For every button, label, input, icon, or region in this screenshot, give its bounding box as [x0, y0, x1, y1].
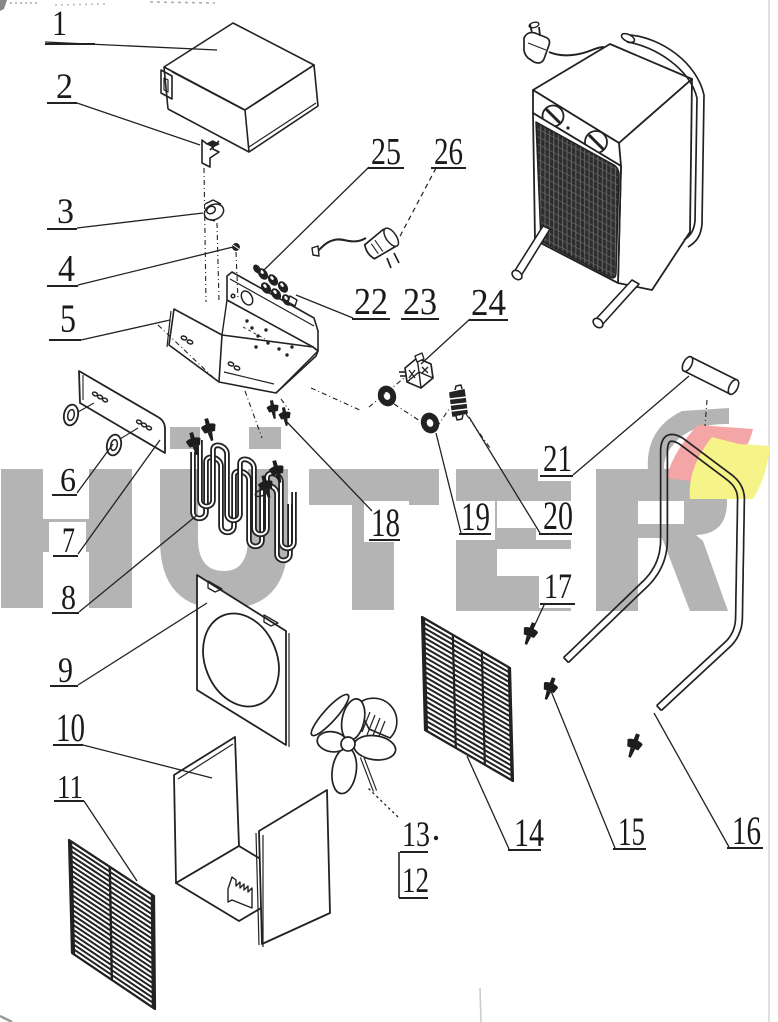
- svg-text:4: 4: [58, 248, 75, 290]
- svg-text:13: 13: [402, 814, 430, 854]
- svg-text:17: 17: [544, 566, 572, 606]
- svg-text:15: 15: [618, 809, 645, 854]
- svg-text:16: 16: [732, 808, 761, 853]
- svg-text:19: 19: [461, 494, 490, 539]
- svg-text:9: 9: [58, 650, 73, 690]
- svg-text:14: 14: [514, 810, 544, 855]
- svg-text:3: 3: [57, 191, 74, 231]
- svg-text:25: 25: [371, 131, 401, 173]
- svg-text:20: 20: [543, 493, 573, 538]
- svg-text:22: 22: [354, 281, 388, 323]
- svg-text:7: 7: [62, 520, 75, 560]
- svg-text:21: 21: [543, 438, 572, 480]
- svg-text:2: 2: [56, 66, 73, 106]
- svg-text:8: 8: [61, 578, 76, 617]
- svg-text:24: 24: [471, 282, 506, 324]
- svg-text:11: 11: [57, 769, 83, 806]
- svg-text:1: 1: [52, 3, 67, 43]
- svg-text:12: 12: [402, 860, 429, 900]
- svg-text:18: 18: [371, 500, 400, 545]
- svg-text:10: 10: [56, 705, 85, 750]
- svg-text:26: 26: [434, 131, 463, 173]
- svg-text:5: 5: [60, 296, 76, 341]
- svg-text:23: 23: [403, 281, 437, 323]
- svg-text:6: 6: [60, 462, 76, 499]
